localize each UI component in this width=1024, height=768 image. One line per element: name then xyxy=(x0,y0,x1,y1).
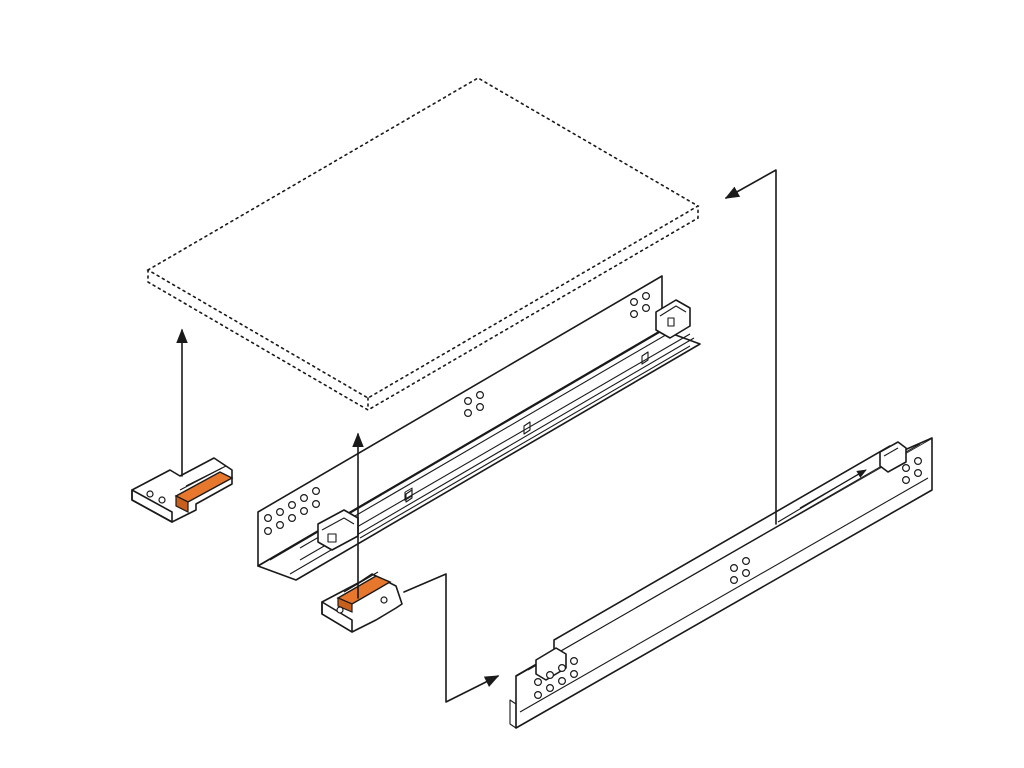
right-runner-front-holes xyxy=(533,656,578,699)
right-runner-rail-arrow xyxy=(799,469,867,509)
right-runner xyxy=(509,437,933,729)
right-clip-to-right-runner-arrow xyxy=(403,573,500,703)
right-runner-middle-holes xyxy=(729,556,750,584)
left-locking-device xyxy=(131,457,234,523)
right-runner-rear-holes xyxy=(901,457,922,485)
left-runner-middle-holes xyxy=(464,391,485,418)
drawer-bottom-panel xyxy=(146,77,700,411)
left-runner-front-holes xyxy=(264,487,321,535)
left-runner xyxy=(257,275,701,581)
left-runner-rear-holes xyxy=(629,292,650,319)
right-runner-to-panel-arrow xyxy=(724,169,777,525)
right-locking-device xyxy=(321,571,403,633)
